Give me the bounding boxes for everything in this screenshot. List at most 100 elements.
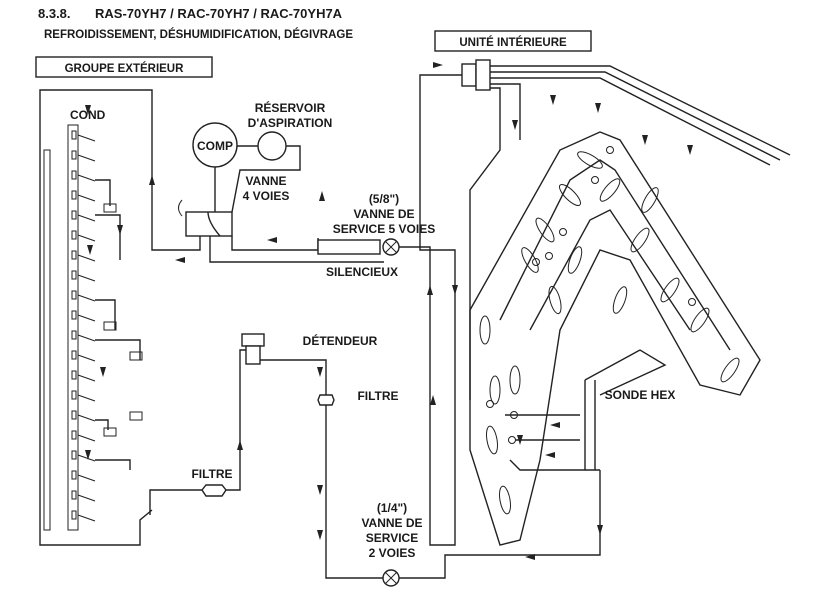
condenser-tube (71, 250, 77, 260)
condenser-tube (71, 130, 77, 140)
accumulator-label-line2: D'ASPIRATION (248, 116, 333, 130)
flow-arrow (642, 135, 648, 145)
condenser-fin (77, 214, 96, 222)
condenser-tube (71, 170, 77, 180)
flow-arrow (597, 525, 603, 535)
flow-arrow (267, 237, 277, 243)
indoor-unit-title: UNITÉ INTÉRIEURE (459, 36, 567, 49)
flow-arrow (319, 191, 325, 201)
evaporator-tube (548, 285, 562, 315)
evaporator-tube (630, 227, 650, 253)
flow-arrows (85, 62, 693, 560)
condenser-fin (77, 234, 96, 242)
flow-arrow (595, 103, 601, 113)
condenser-fin (77, 474, 96, 482)
condenser-tube (71, 450, 77, 460)
condenser-fin (77, 354, 96, 362)
model-title: RAS-70YH7 / RAC-70YH7 / RAC-70YH7A (95, 6, 343, 21)
condenser-fin (77, 294, 96, 302)
outdoor-pipe-loop (39, 89, 201, 546)
valve2-label-line3: 2 VOIES (369, 546, 416, 560)
flow-arrow (149, 175, 155, 185)
condenser-distributor (103, 203, 143, 437)
flow-arrow (317, 485, 323, 495)
valve5-label-line1: VANNE DE (353, 207, 414, 221)
evaporator-tube (521, 247, 539, 273)
tube-bend (688, 298, 696, 306)
flow-arrow (117, 225, 123, 235)
flow-arrow (517, 435, 523, 445)
condenser-header-pipes (95, 179, 141, 470)
flow-arrow (100, 367, 106, 377)
suction-pipe (231, 145, 301, 213)
flow-arrow (237, 440, 243, 450)
flow-arrow (687, 145, 693, 155)
flow-arrow (452, 285, 458, 295)
condenser-fin (77, 394, 96, 402)
flow-arrow (545, 452, 555, 458)
indoor-return-pipes (505, 414, 600, 471)
tube-bend (508, 436, 516, 444)
condenser-fin (77, 134, 96, 142)
evaporator-tube (660, 277, 680, 303)
valve2-label-line1: VANNE DE (361, 516, 422, 530)
flow-arrow (550, 422, 560, 428)
tube-bend (606, 146, 614, 154)
condenser-tube (71, 290, 77, 300)
section-number: 8.3.8. (38, 6, 71, 21)
valve5-label-line2: SERVICE 5 VOIES (333, 222, 436, 236)
condenser-tube (71, 390, 77, 400)
outdoor-unit-title-box: GROUPE EXTÉRIEUR (35, 56, 213, 78)
evaporator-tube (535, 217, 555, 243)
flow-arrow (317, 530, 323, 540)
evaporator-tubes (479, 146, 740, 515)
valve4-label-line2: 4 VOIES (243, 189, 290, 203)
right-filter (317, 394, 335, 406)
condenser-fin (77, 254, 96, 262)
flow-arrow (175, 257, 185, 263)
condenser-tube (71, 330, 77, 340)
flow-arrow (427, 285, 433, 295)
evaporator-tube (599, 178, 621, 202)
condenser-to-filter-pipe (149, 349, 246, 515)
tube-bend (532, 258, 540, 266)
condenser-tube (71, 310, 77, 320)
mode-subtitle: REFROIDISSEMENT, DÉSHUMIDIFICATION, DÉGI… (44, 28, 353, 41)
condenser-fin (77, 194, 96, 202)
expansion-valve (241, 333, 265, 365)
hex-sensor-label: SONDE HEX (605, 388, 676, 402)
gas-line (399, 74, 462, 546)
left-filter (201, 484, 227, 497)
evaporator-inner-outline (499, 159, 731, 351)
condenser-tube (71, 510, 77, 520)
condenser-tube (71, 270, 77, 280)
expansion-label: DÉTENDEUR (303, 333, 378, 348)
evaporator-tube (558, 183, 582, 207)
flow-arrow (512, 120, 518, 130)
condenser-tube (71, 150, 77, 160)
hex-sensor-probe (584, 349, 667, 470)
condenser-fin (77, 174, 96, 182)
condenser-tube (71, 490, 77, 500)
valve2-label-line2: SERVICE (366, 531, 418, 545)
filter-left-label: FILTRE (191, 467, 232, 481)
condenser-tube (71, 350, 77, 360)
condenser-fin (77, 454, 96, 462)
evaporator-tube (509, 365, 521, 395)
condenser-fin (77, 514, 96, 522)
silencer-label: SILENCIEUX (326, 265, 398, 279)
two-way-service-valve (382, 569, 400, 587)
condenser-coil (43, 124, 96, 531)
outdoor-unit-title: GROUPE EXTÉRIEUR (65, 62, 185, 75)
flow-arrow (85, 450, 91, 460)
comp-label: COMP (197, 139, 233, 153)
tube-bend (591, 176, 599, 184)
evaporator-outline (469, 131, 761, 546)
indoor-unit-title-box: UNITÉ INTÉRIEURE (434, 30, 592, 52)
flow-arrow (317, 367, 323, 377)
valve4-label-line1: VANNE (245, 174, 286, 188)
filter-right-label: FILTRE (357, 389, 398, 403)
condenser-fin (77, 154, 96, 162)
evaporator-tube (486, 425, 498, 455)
